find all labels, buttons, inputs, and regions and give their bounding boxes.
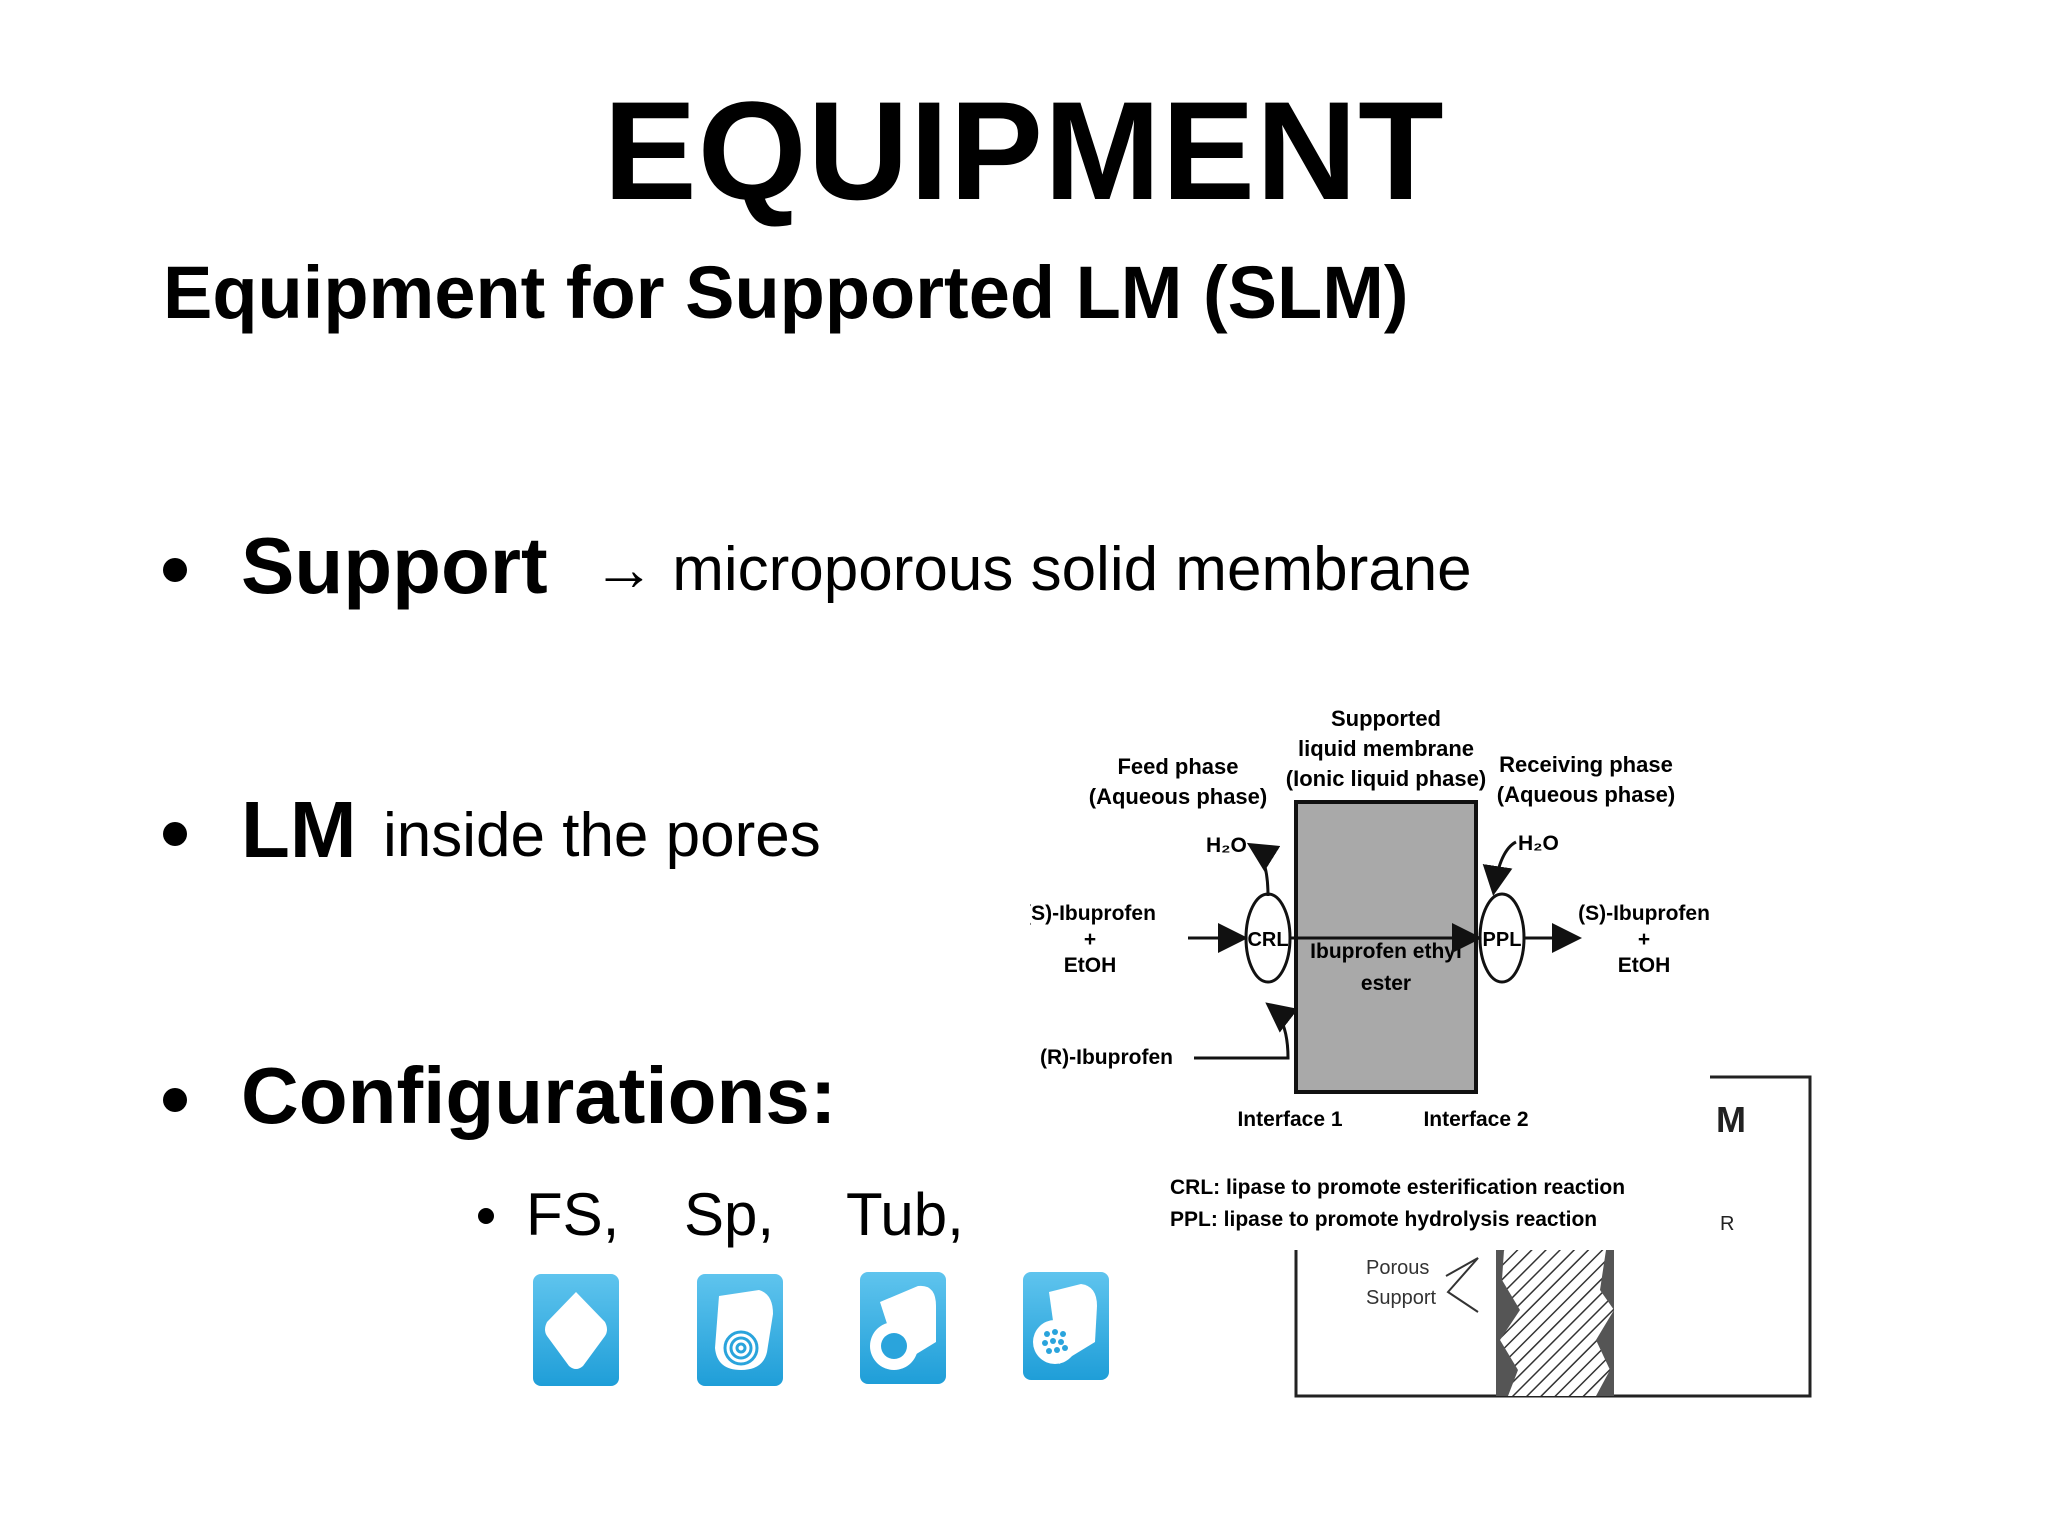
supported-liquid-membrane [1294, 800, 1478, 1094]
bullet-text: → microporous solid membrane [593, 535, 1472, 604]
legend-ppl: PPL: lipase to promote hydrolysis reacti… [1170, 1208, 1597, 1231]
config-label-tub: Tub, [846, 1181, 964, 1248]
inset-border [1294, 1075, 1812, 1398]
bullet-dot [163, 822, 187, 846]
feed-phase-label: Feed phase [1117, 754, 1238, 779]
sub-bullet-dot [478, 1208, 494, 1224]
flat-sheet-icon [533, 1274, 619, 1386]
porous-support-label: Porous [1366, 1257, 1429, 1279]
bullet-text: inside the pores [383, 801, 821, 870]
feed-in-label: EtOH [1064, 954, 1117, 977]
bullet-label: Configurations: [241, 1051, 837, 1140]
legend-crl: CRL: lipase to promote esterification re… [1170, 1176, 1625, 1199]
feed-in-label: (S)-Ibuprofen [1030, 902, 1156, 925]
r-ibuprofen-label: (R)-Ibuprofen [1040, 1046, 1173, 1069]
membrane-label: Supported [1331, 706, 1441, 731]
tubular-icon [860, 1272, 946, 1384]
inset-figure: M R Porous Support [1294, 1075, 1812, 1398]
ester-label: ester [1361, 972, 1411, 995]
hollow-fiber-icon [1023, 1272, 1109, 1380]
h2o-right-label: H₂O [1518, 832, 1559, 855]
crl-label: CRL [1247, 929, 1288, 951]
bullet-dot [163, 558, 187, 582]
product-out-label: + [1638, 928, 1650, 951]
membrane-label: liquid membrane [1298, 736, 1474, 761]
bullet-label: LM [241, 785, 357, 874]
product-out-label: (S)-Ibuprofen [1578, 902, 1710, 925]
inset-label-r: R [1720, 1213, 1734, 1235]
inset-label-m: M [1716, 1099, 1746, 1140]
config-label-sp: Sp, [684, 1181, 775, 1248]
hatched-pores [1500, 1250, 1614, 1396]
bullet-dot [163, 1088, 187, 1112]
page-subtitle: Equipment for Supported LM (SLM) [163, 251, 1409, 334]
porous-support-pointer [1445, 1257, 1479, 1313]
bullet-label: Support [241, 521, 548, 610]
interface-2-label: Interface 2 [1423, 1108, 1528, 1131]
h2o-right-arrow [1482, 840, 1517, 896]
h2o-left-arrow [1246, 842, 1281, 897]
spiral-wound-icon [697, 1274, 783, 1386]
interface-1-label: Interface 1 [1237, 1108, 1342, 1131]
product-out-label: EtOH [1618, 954, 1671, 977]
ester-label: Ibuprofen ethyl [1310, 940, 1462, 963]
feed-phase-label: (Aqueous phase) [1089, 784, 1267, 809]
h2o-left-label: H₂O [1206, 834, 1247, 857]
feed-in-label: + [1084, 928, 1096, 951]
membrane-label: (Ionic liquid phase) [1286, 766, 1486, 791]
porous-support-label: Support [1366, 1287, 1436, 1309]
receiving-phase-label: Receiving phase [1499, 752, 1673, 777]
ppl-label: PPL [1483, 929, 1522, 951]
config-label-fs: FS, [526, 1181, 620, 1248]
page-title: EQUIPMENT [603, 72, 1445, 229]
slm-diagram: M R Porous Support Feed phase (Aqueous p… [1030, 690, 1812, 1398]
receiving-phase-label: (Aqueous phase) [1497, 782, 1675, 807]
r-ibuprofen-arrow [1194, 1002, 1299, 1060]
